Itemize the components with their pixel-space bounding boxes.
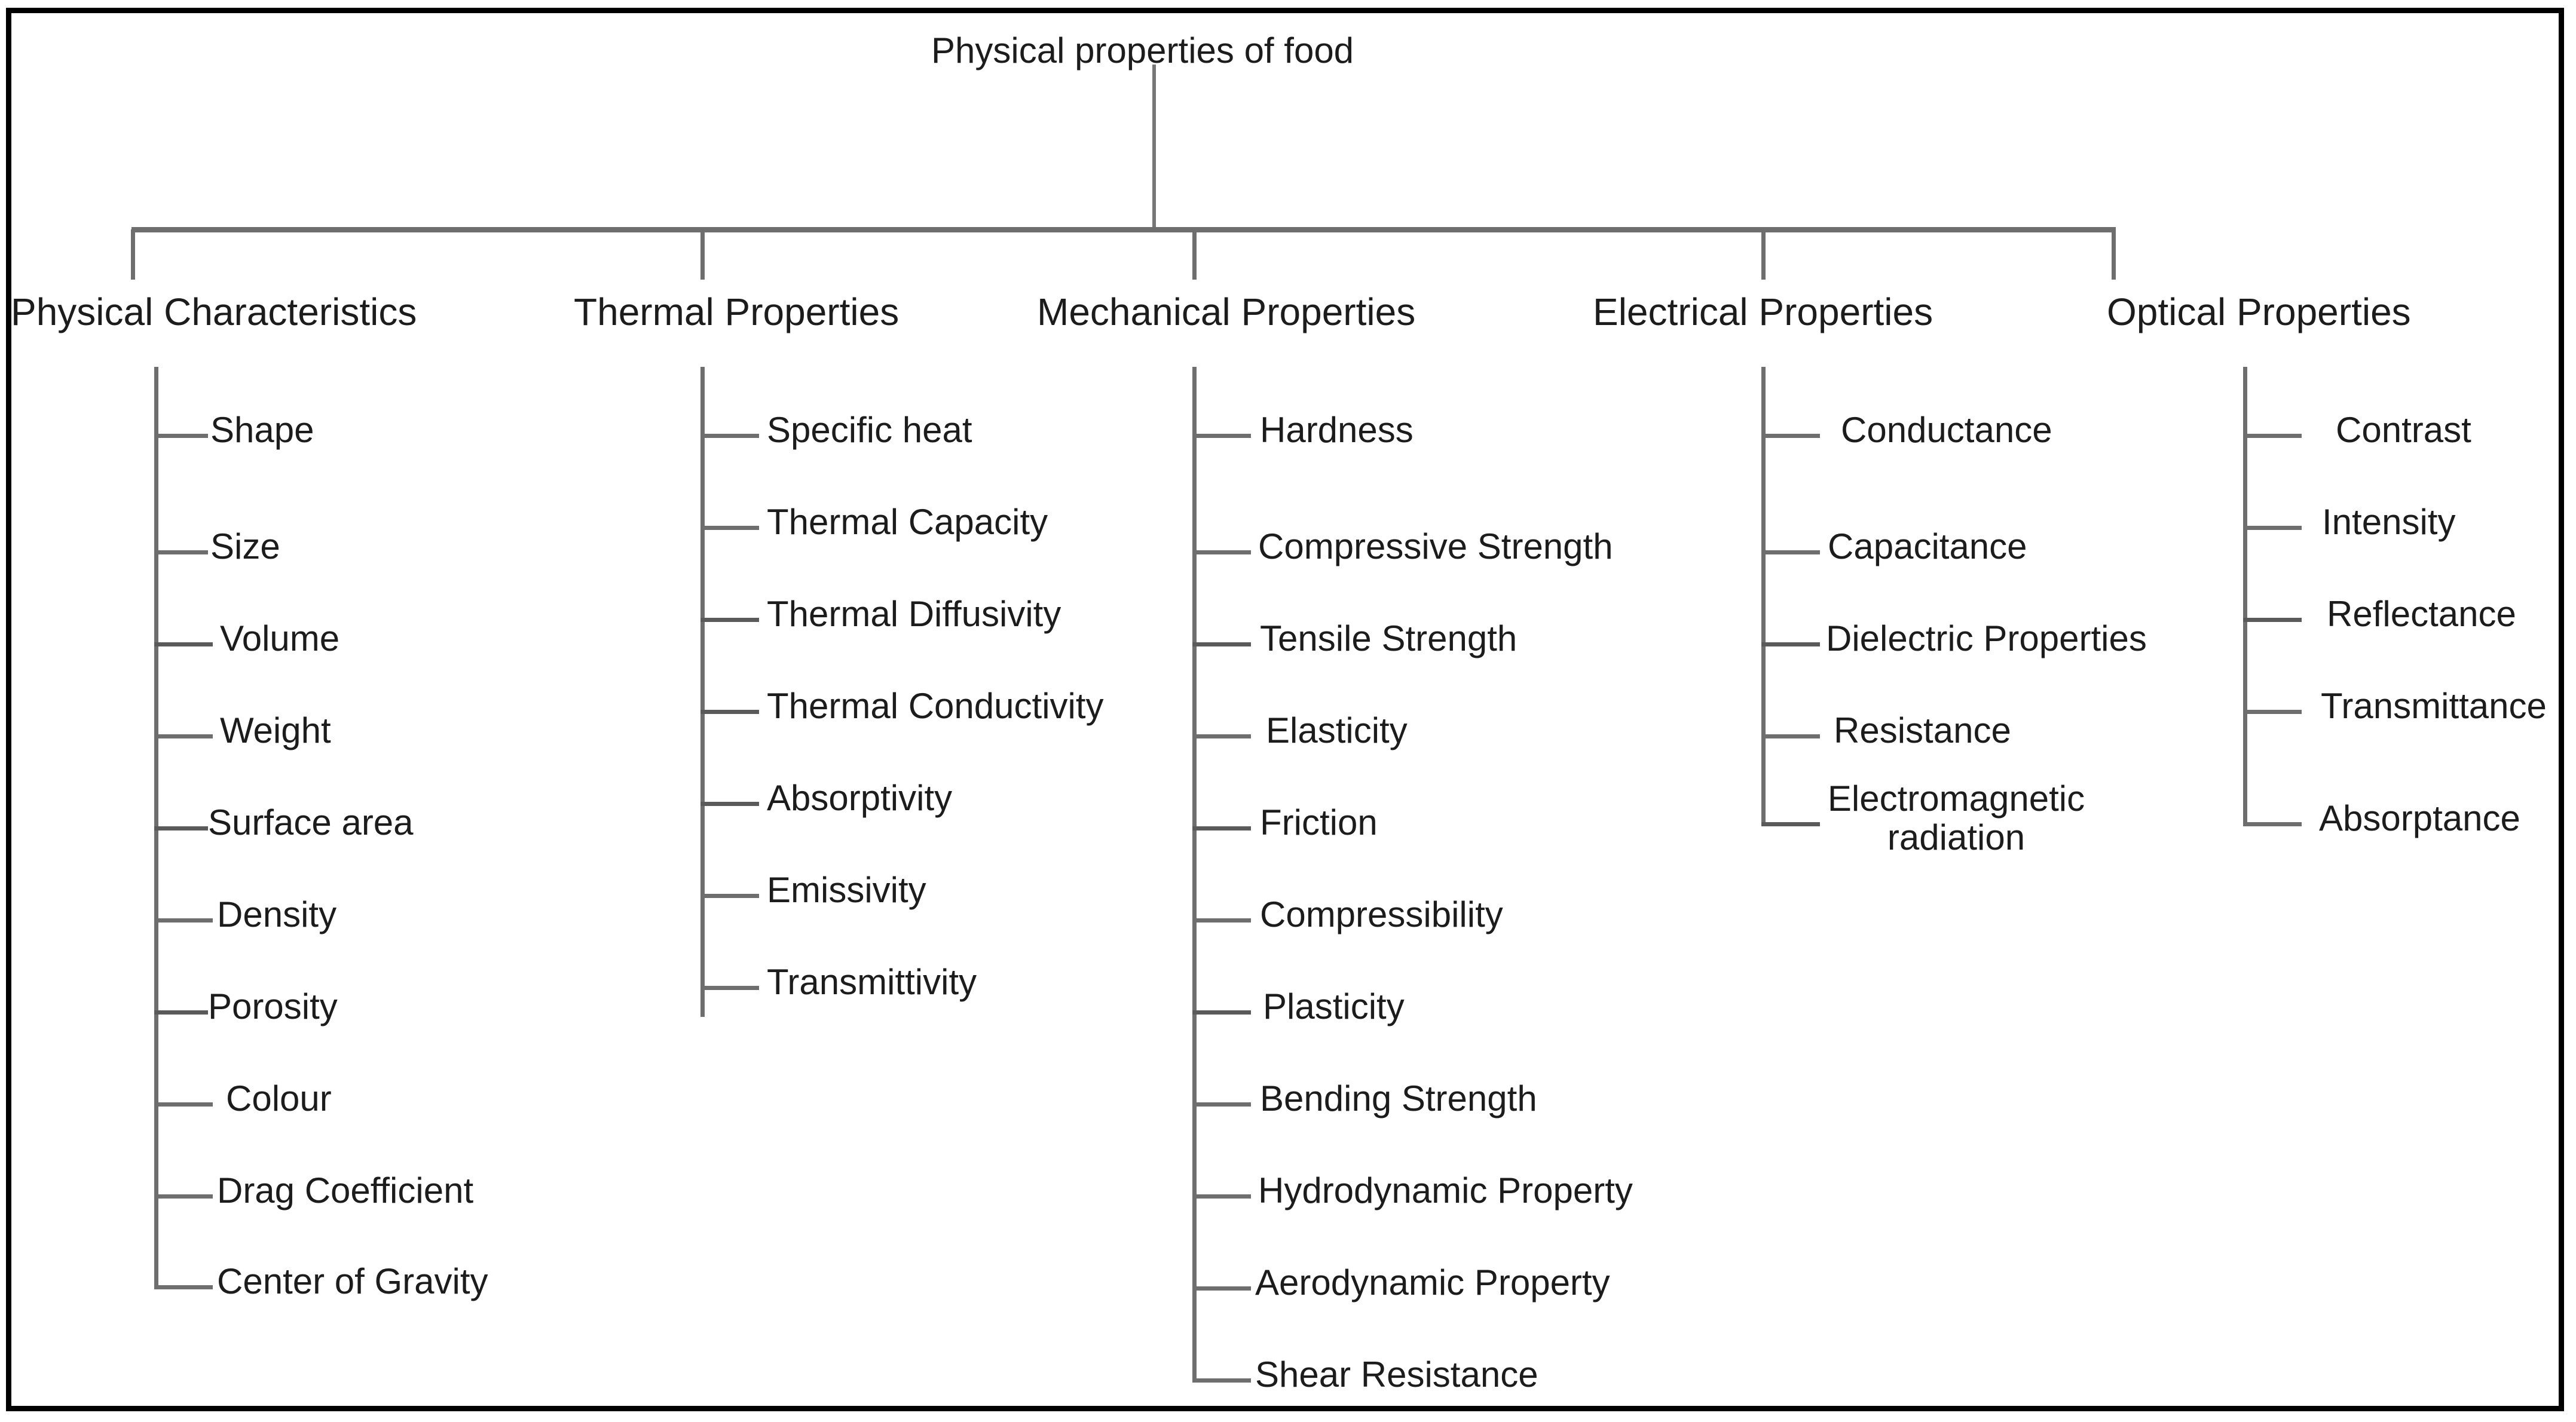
leaf-item-weight[interactable]: Weight — [220, 710, 331, 750]
leaf-tick-2-1 — [700, 526, 759, 530]
leaf-tick-3-3 — [1192, 734, 1251, 738]
branch-stem-line-2 — [700, 367, 705, 1017]
branch-header-electrical-properties[interactable]: Electrical Properties — [1593, 290, 1933, 333]
leaf-item-compressive-strength[interactable]: Compressive Strength — [1258, 526, 1613, 566]
leaf-tick-1-6 — [154, 1010, 208, 1015]
leaf-item-specific-heat[interactable]: Specific heat — [767, 410, 972, 450]
leaf-tick-1-8 — [154, 1194, 213, 1199]
leaf-tick-2-3 — [700, 710, 759, 714]
leaf-item-density[interactable]: Density — [217, 894, 337, 934]
branch-bus-line — [131, 227, 2116, 232]
leaf-tick-1-4 — [154, 826, 208, 830]
leaf-tick-5-0 — [2243, 434, 2302, 438]
branch-header-mechanical-properties[interactable]: Mechanical Properties — [1037, 290, 1416, 333]
leaf-tick-3-0 — [1192, 434, 1251, 438]
leaf-tick-3-7 — [1192, 1102, 1251, 1107]
leaf-item-colour[interactable]: Colour — [226, 1078, 332, 1118]
leaf-item-bending-strength[interactable]: Bending Strength — [1260, 1078, 1537, 1118]
branch-stem-line-5 — [2243, 367, 2247, 825]
leaf-tick-2-5 — [700, 894, 759, 898]
branch-stem-line-4 — [1761, 367, 1766, 825]
leaf-item-plasticity[interactable]: Plasticity — [1263, 986, 1405, 1026]
leaf-item-center-of-gravity[interactable]: Center of Gravity — [217, 1261, 488, 1301]
leaf-item-drag-coefficient[interactable]: Drag Coefficient — [217, 1170, 474, 1210]
leaf-item-contrast[interactable]: Contrast — [2336, 410, 2471, 450]
branch-header-optical-properties[interactable]: Optical Properties — [2107, 290, 2411, 333]
leaf-tick-5-3 — [2243, 710, 2302, 714]
leaf-item-size[interactable]: Size — [210, 526, 280, 566]
leaf-item-electromagnetic-radiation[interactable]: Electromagnetic radiation — [1827, 779, 2085, 857]
branch-header-physical-characteristics[interactable]: Physical Characteristics — [11, 290, 417, 333]
leaf-item-dielectric-properties[interactable]: Dielectric Properties — [1826, 618, 2147, 658]
leaf-item-hydrodynamic-property[interactable]: Hydrodynamic Property — [1258, 1170, 1633, 1210]
leaf-item-hardness[interactable]: Hardness — [1260, 410, 1414, 450]
leaf-tick-1-9 — [154, 1285, 213, 1289]
leaf-item-intensity[interactable]: Intensity — [2322, 502, 2456, 542]
leaf-tick-5-1 — [2243, 526, 2302, 530]
branch-drop-line-2 — [700, 229, 705, 280]
leaf-item-absorptance[interactable]: Absorptance — [2319, 798, 2520, 838]
leaf-tick-3-6 — [1192, 1010, 1251, 1015]
leaf-tick-4-1 — [1761, 550, 1820, 554]
leaf-tick-1-5 — [154, 918, 213, 923]
leaf-item-conductance[interactable]: Conductance — [1841, 410, 2052, 450]
leaf-tick-2-4 — [700, 802, 759, 806]
leaf-item-transmittivity[interactable]: Transmittivity — [767, 962, 977, 1002]
leaf-item-reflectance[interactable]: Reflectance — [2327, 594, 2516, 634]
root-title: Physical properties of food — [931, 30, 1354, 71]
leaf-item-elasticity[interactable]: Elasticity — [1266, 710, 1408, 750]
leaf-tick-3-5 — [1192, 918, 1251, 923]
leaf-tick-4-3 — [1761, 734, 1820, 738]
branch-header-thermal-properties[interactable]: Thermal Properties — [574, 290, 900, 333]
leaf-item-compressibility[interactable]: Compressibility — [1260, 894, 1503, 934]
leaf-tick-2-6 — [700, 986, 759, 990]
leaf-tick-4-2 — [1761, 642, 1820, 646]
leaf-tick-3-1 — [1192, 550, 1251, 554]
leaf-item-aerodynamic-property[interactable]: Aerodynamic Property — [1255, 1262, 1610, 1303]
branch-drop-line-4 — [1761, 229, 1766, 280]
leaf-item-resistance[interactable]: Resistance — [1834, 710, 2011, 750]
leaf-item-thermal-diffusivity[interactable]: Thermal Diffusivity — [767, 594, 1061, 634]
leaf-tick-3-4 — [1192, 826, 1251, 830]
leaf-tick-3-10 — [1192, 1378, 1251, 1383]
leaf-item-tensile-strength[interactable]: Tensile Strength — [1260, 618, 1518, 658]
leaf-tick-4-0 — [1761, 434, 1820, 438]
branch-stem-line-3 — [1192, 367, 1197, 1380]
leaf-tick-3-8 — [1192, 1194, 1251, 1199]
branch-drop-line-1 — [131, 229, 135, 280]
leaf-tick-1-7 — [154, 1102, 213, 1107]
leaf-item-shear-resistance[interactable]: Shear Resistance — [1255, 1354, 1538, 1395]
leaf-tick-5-2 — [2243, 618, 2302, 622]
leaf-item-transmittance[interactable]: Transmittance — [2321, 686, 2547, 726]
leaf-item-porosity[interactable]: Porosity — [208, 986, 338, 1026]
diagram-border — [6, 8, 2564, 1411]
leaf-tick-1-1 — [154, 550, 208, 554]
leaf-item-thermal-capacity[interactable]: Thermal Capacity — [767, 502, 1048, 542]
leaf-tick-5-4 — [2243, 822, 2302, 826]
leaf-tick-4-4 — [1761, 822, 1820, 826]
branch-drop-line-3 — [1192, 229, 1197, 280]
leaf-item-friction[interactable]: Friction — [1260, 802, 1378, 842]
leaf-tick-1-3 — [154, 734, 213, 738]
leaf-tick-3-2 — [1192, 642, 1251, 646]
leaf-item-volume[interactable]: Volume — [220, 618, 340, 658]
leaf-tick-2-2 — [700, 618, 759, 622]
leaf-item-thermal-conductivity[interactable]: Thermal Conductivity — [767, 686, 1104, 726]
leaf-item-emissivity[interactable]: Emissivity — [767, 870, 926, 910]
leaf-tick-2-0 — [700, 434, 759, 438]
root-trunk-line — [1152, 65, 1156, 231]
branch-drop-line-5 — [2112, 229, 2116, 280]
leaf-item-surface-area[interactable]: Surface area — [208, 802, 414, 842]
leaf-tick-3-9 — [1192, 1286, 1251, 1291]
leaf-item-shape[interactable]: Shape — [210, 410, 314, 450]
leaf-tick-1-2 — [154, 642, 213, 646]
leaf-tick-1-0 — [154, 434, 208, 438]
leaf-item-capacitance[interactable]: Capacitance — [1828, 526, 2027, 566]
leaf-item-absorptivity[interactable]: Absorptivity — [767, 778, 953, 818]
